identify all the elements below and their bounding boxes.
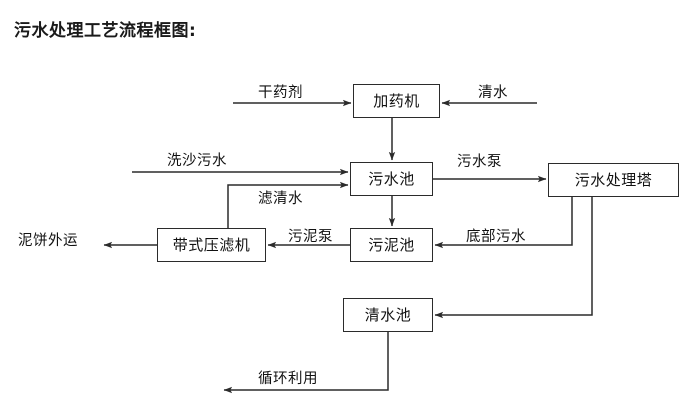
edge-belt-filter-press-to-sewage-pool	[227, 181, 349, 228]
edge-label-dry-chemical: 干药剂	[258, 85, 303, 101]
node-treatment-tower[interactable]: 污水处理塔	[548, 163, 679, 197]
node-clear-water-pool[interactable]: 清水池	[343, 298, 433, 332]
terminal-label-mud-cake-out: 泥饼外运	[18, 233, 78, 249]
edge-clear-water-pool-to-recycle	[223, 332, 389, 394]
node-dosing-machine[interactable]: 加药机	[353, 84, 440, 118]
node-sewage-pool-label: 污水池	[368, 169, 415, 188]
edge-label-recycle-reuse: 循环利用	[258, 371, 318, 387]
edge-label-clean-water: 清水	[478, 85, 508, 101]
node-treatment-tower-label: 污水处理塔	[574, 170, 653, 189]
edge-treatment-tower-to-clear-water-pool	[434, 197, 593, 319]
node-sludge-pool[interactable]: 污泥池	[350, 228, 433, 262]
edge-label-bottom-sewage: 底部污水	[466, 229, 526, 245]
node-belt-filter-press-label: 带式压滤机	[172, 235, 251, 254]
edge-label-filtered-clear-water: 滤清水	[258, 191, 303, 207]
page-title: 污水处理工艺流程框图:	[14, 21, 197, 41]
edge-treatment-tower-to-sludge-pool	[434, 197, 573, 249]
edge-label-sewage-pump: 污水泵	[457, 154, 502, 170]
node-clear-water-pool-label: 清水池	[364, 305, 412, 324]
node-dosing-machine-label: 加药机	[373, 91, 420, 110]
node-belt-filter-press[interactable]: 带式压滤机	[157, 228, 266, 262]
edge-label-sand-wash-sewage: 洗沙污水	[167, 153, 227, 169]
node-sewage-pool[interactable]: 污水池	[350, 162, 433, 196]
node-sludge-pool-label: 污泥池	[368, 235, 415, 254]
edge-label-sludge-pump: 污泥泵	[288, 229, 333, 245]
